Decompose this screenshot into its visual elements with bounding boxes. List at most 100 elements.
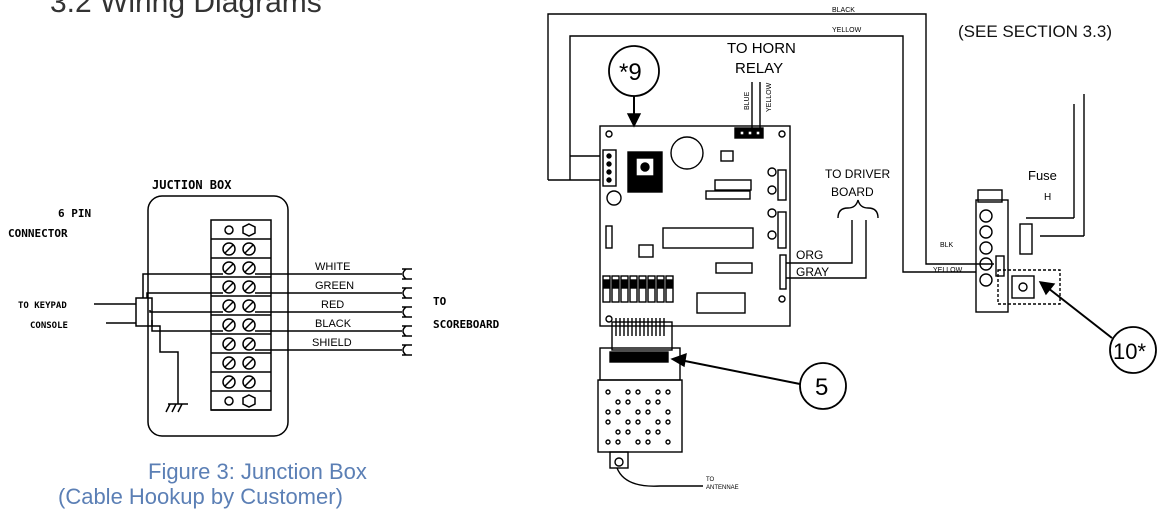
terminal-screw-slot <box>224 263 234 273</box>
wire-plug <box>402 344 412 356</box>
terminal-screw <box>222 318 236 332</box>
radio-dot <box>605 409 611 415</box>
radio-dot <box>615 429 621 435</box>
dip-switch <box>665 275 674 303</box>
header-1 <box>777 169 787 201</box>
horn-relay-label-1: TO HORN <box>727 40 796 57</box>
relay-component <box>720 150 734 162</box>
connector-pin-2 <box>606 161 612 167</box>
ground-tick-3 <box>177 403 183 413</box>
radio-dot <box>615 399 621 405</box>
horn-connector-pin-3 <box>755 130 761 136</box>
wire-plug <box>402 287 412 299</box>
board-mounting-hole-1 <box>605 130 613 138</box>
radio-header <box>609 351 669 363</box>
terminal-screw <box>242 337 256 351</box>
block-screw-5 <box>979 273 993 287</box>
driver-brace <box>837 199 879 219</box>
org-wire-label: ORG <box>796 248 823 262</box>
radio-dot <box>625 419 631 425</box>
dip-switch-lever <box>657 279 664 289</box>
ground-wire <box>152 325 179 404</box>
radio-grid <box>605 389 671 445</box>
radio-dot <box>625 399 631 405</box>
connector-pin-4 <box>606 177 612 183</box>
antenna-jack <box>609 451 629 469</box>
wire-plug <box>402 268 412 280</box>
dip-switch-lever <box>666 279 673 289</box>
terminal-screw <box>222 356 236 370</box>
board-mounting-hole-3 <box>605 315 613 323</box>
driver-header <box>779 254 787 290</box>
resistor <box>605 225 613 249</box>
radio-dot <box>625 389 631 395</box>
figure-caption: Figure 3: Junction Box <box>148 459 367 484</box>
fuse-label: Fuse <box>1028 168 1057 183</box>
terminal-screw-slot <box>224 301 234 311</box>
relay-terminal <box>1018 282 1028 292</box>
dip-switch-lever <box>603 279 610 289</box>
regulator-hole <box>640 162 650 172</box>
block-screw-1 <box>979 209 993 223</box>
block-screw-4 <box>979 257 993 271</box>
terminal-screw <box>222 280 236 294</box>
wire-plug <box>402 325 412 337</box>
black-wire <box>547 13 994 265</box>
radio-dot <box>605 389 611 395</box>
terminal-screw-slot <box>244 377 254 387</box>
radio-dot <box>645 399 651 405</box>
control-board <box>599 125 791 327</box>
terminal-screw <box>222 299 236 313</box>
radio-dot <box>635 389 641 395</box>
microcontroller <box>662 227 754 249</box>
wire-connector-block <box>602 149 617 187</box>
horn-relay-label-2: RELAY <box>735 60 783 77</box>
junction-box-title: JUCTION BOX <box>152 178 232 192</box>
wire-label-white: WHITE <box>315 261 350 273</box>
radio-dot <box>605 419 611 425</box>
dip-switch <box>656 275 665 303</box>
radio-dot <box>655 429 661 435</box>
radio-dot <box>635 419 641 425</box>
ground-tick-2 <box>171 403 177 413</box>
terminal-screw-slot <box>224 358 234 368</box>
terminal-screw-slot <box>244 244 254 254</box>
keypad-label-2: CONSOLE <box>30 321 68 331</box>
radio-dot <box>645 429 651 435</box>
relay-body <box>1011 275 1035 299</box>
black-wire-label: BLACK <box>832 7 855 14</box>
ic-chip-4 <box>696 292 746 314</box>
terminal-screw <box>222 261 236 275</box>
terminal-screw-slot <box>224 320 234 330</box>
scoreboard-label: SCOREBOARD <box>433 318 500 331</box>
callout-10-circle <box>1109 326 1157 374</box>
dip-switch-lever <box>639 279 646 289</box>
terminal-screws <box>211 223 271 411</box>
wire-label-black: BLACK <box>315 318 352 330</box>
fuse-holder <box>1019 223 1033 255</box>
figure-subcaption: (Cable Hookup by Customer) <box>58 484 343 509</box>
terminal-screw <box>222 242 236 256</box>
dip-switch <box>647 275 656 303</box>
connector-pin-3 <box>606 169 612 175</box>
ic-chip-3 <box>715 262 753 274</box>
driver-label-2: BOARD <box>831 185 874 199</box>
section-heading: 3.2 Wiring Diagrams <box>50 0 322 19</box>
wiring-page: 3.2 Wiring Diagrams (SEE SECTION 3.3) Fi… <box>8 0 1157 509</box>
terminal-screw-slot <box>224 244 234 254</box>
fuse-h-label: H <box>1044 192 1051 203</box>
relay-module <box>997 269 1061 305</box>
terminal-screw-slot <box>224 377 234 387</box>
connector-lead <box>149 310 223 313</box>
control-board-figure: BLACK YELLOW TO HORN RELAY BLUE YELLOW *… <box>547 7 994 491</box>
dip-switch-lever <box>621 279 628 289</box>
antenna-port <box>614 457 624 467</box>
dip-switch <box>602 275 611 303</box>
antenna-cable <box>616 467 703 487</box>
dip-switch <box>638 275 647 303</box>
wire-label-shield: SHIELD <box>312 337 352 349</box>
terminal-screw-slot <box>244 263 254 273</box>
wire-label-green: GREEN <box>315 280 354 292</box>
small-capacitor <box>606 190 622 206</box>
